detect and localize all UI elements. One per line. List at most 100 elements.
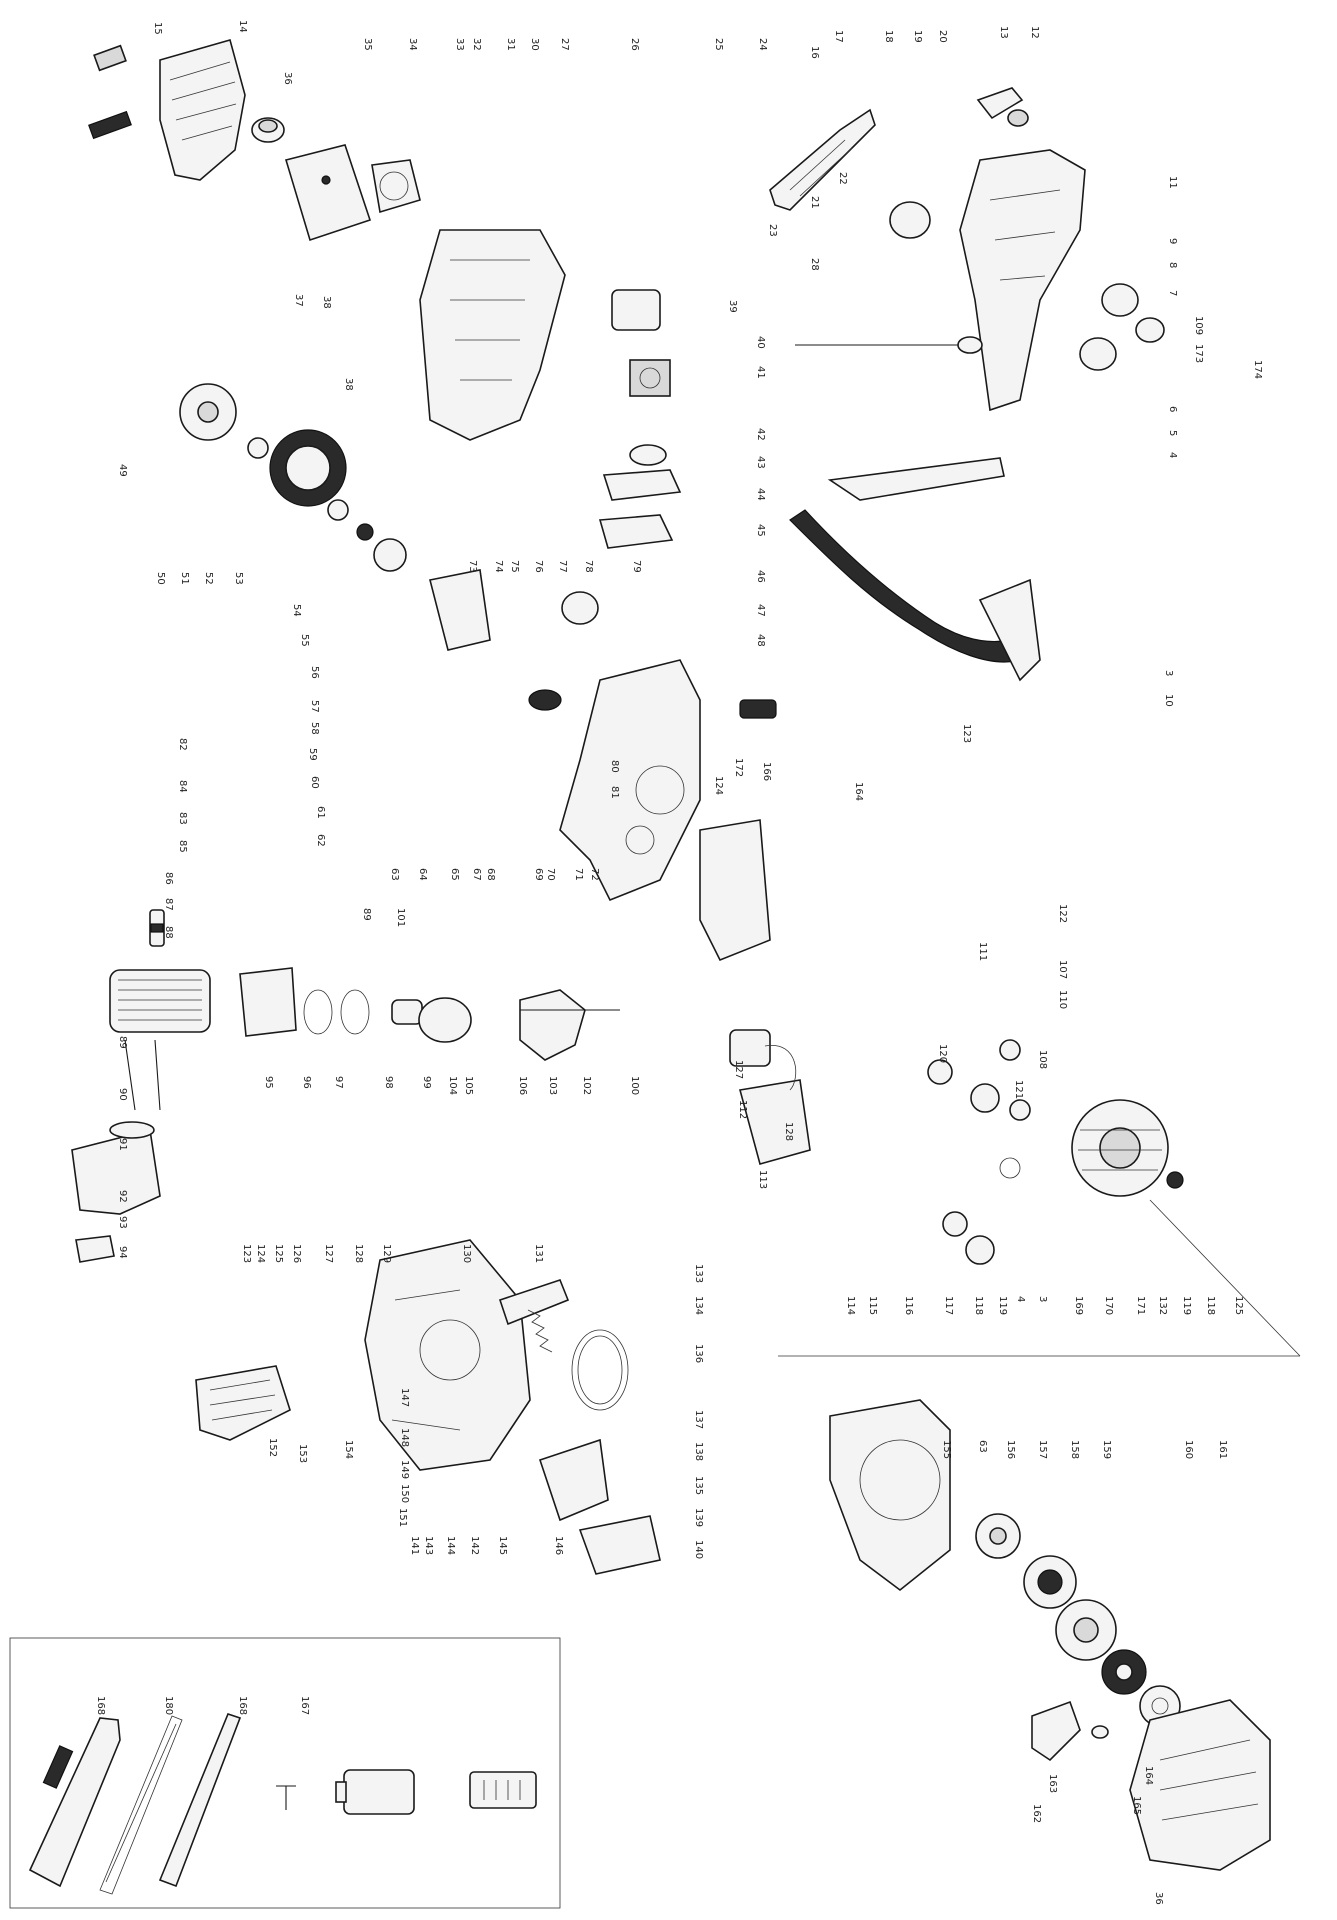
callout-label: 126 bbox=[291, 1244, 302, 1263]
muffler-plate bbox=[75, 1235, 115, 1263]
bar-cover bbox=[28, 1717, 121, 1888]
callout-label: 101 bbox=[395, 908, 406, 927]
guide-bar bbox=[158, 1713, 242, 1888]
spark-plug-boot bbox=[88, 44, 132, 140]
callout-label: 21 bbox=[809, 196, 820, 209]
air-filter-element bbox=[284, 144, 372, 242]
callout-label: 51 bbox=[179, 572, 190, 585]
air-filter-cover bbox=[159, 39, 246, 181]
callout-label: 99 bbox=[421, 1076, 432, 1089]
callout-label: 164 bbox=[1143, 1766, 1154, 1785]
crankshaft bbox=[519, 989, 620, 1061]
callout-label: 62 bbox=[315, 834, 326, 847]
callout-label: 106 bbox=[517, 1076, 528, 1095]
callout-label: 119 bbox=[1181, 1296, 1192, 1315]
piston bbox=[418, 997, 472, 1043]
callout-label: 90 bbox=[117, 1088, 128, 1101]
callout-label: 23 bbox=[767, 224, 778, 237]
callout-label: 118 bbox=[1205, 1296, 1216, 1315]
callout-label: 39 bbox=[727, 300, 738, 313]
callout-label: 52 bbox=[203, 572, 214, 585]
callout-label: 32 bbox=[471, 38, 482, 51]
callout-label: 59 bbox=[307, 748, 318, 761]
recoil-spring bbox=[1101, 1649, 1147, 1695]
callout-label: 97 bbox=[333, 1076, 344, 1089]
callout-label: 17 bbox=[833, 30, 844, 43]
callout-label: 95 bbox=[263, 1076, 274, 1089]
saw-chain bbox=[99, 1715, 183, 1895]
callout-label: 58 bbox=[309, 722, 320, 735]
callout-label: 152 bbox=[267, 1438, 278, 1457]
callout-label: 4 bbox=[1167, 452, 1178, 458]
callout-label: 128 bbox=[783, 1122, 794, 1141]
spark-plug bbox=[149, 909, 165, 947]
antivibration-springs bbox=[889, 201, 1165, 371]
callout-label: 107 bbox=[1057, 960, 1068, 979]
callout-label: 91 bbox=[117, 1138, 128, 1151]
callout-label: 8 bbox=[1167, 262, 1178, 268]
callout-label: 146 bbox=[553, 1536, 564, 1555]
callout-label: 170 bbox=[1103, 1296, 1114, 1315]
callout-label: 100 bbox=[629, 1076, 640, 1095]
callout-label: 131 bbox=[533, 1244, 544, 1263]
callout-label: 24 bbox=[757, 38, 768, 51]
oil-pump-bracket bbox=[429, 569, 491, 651]
callout-label: 150 bbox=[399, 1484, 410, 1503]
callout-label: 139 bbox=[693, 1508, 704, 1527]
callout-label: 127 bbox=[733, 1060, 744, 1079]
callout-label: 165 bbox=[1131, 1796, 1142, 1815]
section-divider-diagonal bbox=[1149, 1199, 1301, 1357]
clutch-washer bbox=[247, 437, 269, 459]
callout-label: 11 bbox=[1167, 176, 1178, 189]
callout-label: 168 bbox=[95, 1696, 106, 1715]
intake-parts bbox=[598, 444, 682, 549]
callout-label: 156 bbox=[1005, 1440, 1016, 1459]
callout-label: 5 bbox=[1167, 430, 1178, 436]
starter-grommet bbox=[1091, 1725, 1109, 1739]
callout-label: 75 bbox=[509, 560, 520, 573]
callout-label: 125 bbox=[273, 1244, 284, 1263]
callout-label: 94 bbox=[117, 1246, 128, 1259]
callout-label: 60 bbox=[309, 776, 320, 789]
starter-handle bbox=[1031, 1700, 1081, 1762]
callout-label: 154 bbox=[343, 1440, 354, 1459]
callout-label: 54 bbox=[291, 604, 302, 617]
callout-label: 67 bbox=[471, 868, 482, 881]
brake-band bbox=[571, 1329, 629, 1411]
starter-cover bbox=[1129, 1699, 1271, 1871]
callout-label: 64 bbox=[417, 868, 428, 881]
callout-label: 166 bbox=[761, 762, 772, 781]
callout-label: 45 bbox=[755, 524, 766, 537]
callout-label: 49 bbox=[117, 464, 128, 477]
callout-label: 180 bbox=[163, 1696, 174, 1715]
handle-frame bbox=[959, 149, 1086, 412]
ignition-coil bbox=[729, 1029, 811, 1165]
callout-label: 171 bbox=[1135, 1296, 1146, 1315]
callout-label: 65 bbox=[449, 868, 460, 881]
callout-label: 88 bbox=[163, 926, 174, 939]
callout-label: 89 bbox=[361, 908, 372, 921]
callout-label: 82 bbox=[177, 738, 188, 751]
callout-label: 114 bbox=[845, 1296, 856, 1315]
callout-label: 9 bbox=[1167, 238, 1178, 244]
callout-label: 173 bbox=[1193, 344, 1204, 363]
callout-label: 169 bbox=[1073, 1296, 1084, 1315]
callout-label: 140 bbox=[693, 1540, 704, 1559]
callout-label: 158 bbox=[1069, 1440, 1080, 1459]
callout-label: 22 bbox=[837, 172, 848, 185]
callout-label: 110 bbox=[1057, 990, 1068, 1009]
callout-label: 164 bbox=[853, 782, 864, 801]
crankcase bbox=[559, 659, 701, 902]
carburetor bbox=[611, 289, 671, 397]
callout-label: 68 bbox=[485, 868, 496, 881]
callout-label: 105 bbox=[463, 1076, 474, 1095]
callout-label: 77 bbox=[557, 560, 568, 573]
callout-label: 36 bbox=[282, 72, 293, 85]
callout-label: 145 bbox=[497, 1536, 508, 1555]
callout-label: 143 bbox=[423, 1536, 434, 1555]
piston-pin bbox=[391, 999, 423, 1025]
callout-label: 136 bbox=[693, 1344, 704, 1363]
clutch-drum bbox=[269, 429, 347, 507]
callout-label: 71 bbox=[573, 868, 584, 881]
callout-label: 76 bbox=[533, 560, 544, 573]
